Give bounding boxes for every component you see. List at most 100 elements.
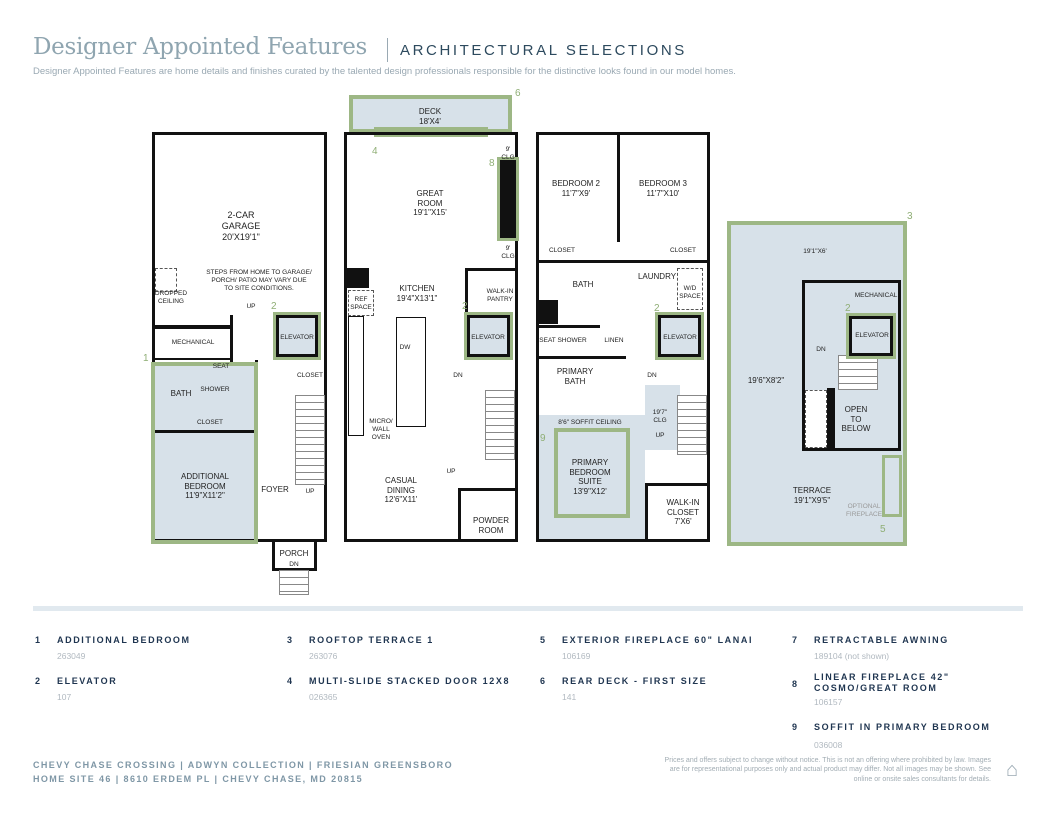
room-label: ELEVATOR: [471, 334, 505, 341]
feature-marker: 2: [654, 303, 660, 314]
feature-marker: 5: [880, 524, 886, 535]
feature-number: 7: [792, 635, 798, 645]
feature-number: 1: [35, 635, 41, 645]
room-label: PRIMARY BEDROOM SUITE 13'9"X12': [569, 458, 611, 496]
room-label: 19'6"X8'2": [747, 376, 785, 385]
feature-title: RETRACTABLE AWNING: [814, 635, 949, 645]
room-label: WALK-IN CLOSET 7'X6': [666, 498, 700, 527]
feature-code: 036008: [814, 740, 843, 750]
room-label: DROPPED CEILING: [154, 290, 188, 305]
room-label: OPEN TO BELOW: [841, 405, 871, 434]
room-label: ELEVATOR: [855, 332, 889, 339]
feature-code: 026365: [309, 692, 338, 702]
stair-label: UP: [246, 303, 256, 310]
feature-number: 6: [540, 676, 546, 686]
room-label: SHOWER: [200, 386, 230, 393]
feature-marker: 2: [462, 301, 468, 312]
feature-number: 4: [287, 676, 293, 686]
room-label: ADDITIONAL BEDROOM 11'9"X11'2": [180, 472, 230, 501]
room-label: OPTIONAL FIREPLACE: [845, 503, 883, 518]
elevator-shaft-ground: [273, 312, 321, 360]
feature-code: 107: [57, 692, 72, 702]
community-info: CHEVY CHASE CROSSING | ADWYN COLLECTION …: [33, 760, 453, 770]
feature-marker: 3: [907, 211, 913, 222]
room-label: ELEVATOR: [280, 334, 314, 341]
feature-title: ROOFTOP TERRACE 1: [309, 635, 434, 645]
room-label: ELEVATOR: [663, 334, 697, 341]
room-label: CASUAL DINING 12'6"X11': [384, 476, 418, 505]
feature-code: 263049: [57, 651, 86, 661]
feature-code: 141: [562, 692, 577, 702]
room-label: BEDROOM 2 11'7"X9': [551, 179, 601, 198]
room-label: POWDER ROOM: [473, 516, 509, 535]
room-label: KITCHEN 19'4"X13'1": [396, 284, 438, 303]
feature-title: ADDITIONAL BEDROOM: [57, 635, 191, 645]
room-label: WALK-IN PANTRY: [486, 288, 514, 303]
feature-title: SOFFIT IN PRIMARY BEDROOM: [814, 722, 991, 732]
page-subtitle: ARCHITECTURAL SELECTIONS: [400, 42, 687, 59]
ceiling-label: 9' CLG: [501, 245, 515, 260]
homesite-address: HOME SITE 46 | 8610 ERDEM PL | CHEVY CHA…: [33, 774, 364, 784]
highlight-additional-bedroom: [151, 362, 258, 544]
feature-title: REAR DECK - FIRST SIZE: [562, 676, 708, 686]
appliance-label: DW: [399, 344, 411, 351]
stair-label: DN: [816, 346, 826, 353]
room-label: BATH: [170, 389, 192, 398]
stair-label: UP: [446, 468, 456, 475]
feature-number: 9: [792, 722, 798, 732]
room-label: BATH: [572, 280, 594, 289]
feature-number: 8: [792, 679, 798, 689]
feature-marker: 6: [515, 88, 521, 99]
feature-number: 2: [35, 676, 41, 686]
page-title: Designer Appointed Features: [33, 34, 368, 60]
room-label: PRIMARY BATH: [556, 367, 594, 386]
room-label: W/D SPACE: [679, 285, 701, 300]
stair-label: DN: [647, 372, 657, 379]
room-label: CLOSET: [669, 247, 697, 254]
stair-label: DN: [289, 561, 299, 568]
room-label: PORCH: [279, 549, 309, 558]
appliance-label: MICRO/ WALL OVEN: [369, 418, 393, 441]
feature-title: MULTI-SLIDE STACKED DOOR 12X8: [309, 676, 511, 686]
room-label: CLOSET: [196, 419, 224, 426]
feature-marker: 2: [845, 303, 851, 314]
room-label: GREAT ROOM 19'1"X15': [413, 189, 447, 218]
feature-number: 5: [540, 635, 546, 645]
room-label: MECHANICAL: [854, 292, 898, 299]
room-label: DECK 18'X4': [418, 107, 442, 126]
stair-label: DN: [453, 372, 463, 379]
room-label: BEDROOM 3 11'7"X10': [638, 179, 688, 198]
room-label: FOYER: [261, 485, 289, 494]
feature-title: LINEAR FIREPLACE 42" COSMO/GREAT ROOM: [814, 672, 950, 694]
room-label: CLOSET: [548, 247, 576, 254]
room-label: CLOSET: [296, 372, 324, 379]
legal-disclaimer: Prices and offers subject to change with…: [664, 757, 991, 783]
highlight-exterior-fireplace: [882, 455, 902, 517]
title-divider: [387, 38, 388, 62]
ceiling-label: 8'6" SOFFIT CEILING: [558, 419, 622, 426]
feature-code: 106157: [814, 697, 843, 707]
room-label: MECHANICAL: [171, 339, 215, 346]
stair-label: UP: [655, 432, 665, 439]
room-label: TERRACE 19'1"X9'5": [792, 486, 832, 505]
room-label: 2-CAR GARAGE 20'X19'1": [221, 210, 261, 242]
feature-marker: 9: [540, 433, 546, 444]
highlight-deck: [349, 95, 512, 133]
section-divider: [33, 606, 1023, 611]
room-label: LINEN: [604, 337, 624, 344]
feature-title: EXTERIOR FIREPLACE 60" LANAI: [562, 635, 754, 645]
intro-text: Designer Appointed Features are home det…: [33, 66, 736, 77]
feature-code: 106169: [562, 651, 591, 661]
fireplace-linear: [497, 157, 519, 241]
room-label: LAUNDRY: [637, 272, 677, 281]
feature-marker: 4: [372, 146, 378, 157]
feature-marker: 8: [489, 158, 495, 169]
feature-code: 189104 (not shown): [814, 651, 890, 661]
stair-label: UP: [305, 488, 315, 495]
feature-number: 3: [287, 635, 293, 645]
room-label: SEAT: [212, 363, 230, 370]
ceiling-label: 19'7" CLG: [652, 409, 668, 424]
room-label: SEAT SHOWER: [539, 337, 587, 344]
equal-housing-icon: ⌂: [1005, 759, 1019, 781]
room-label: 19'1"X6': [803, 248, 827, 255]
